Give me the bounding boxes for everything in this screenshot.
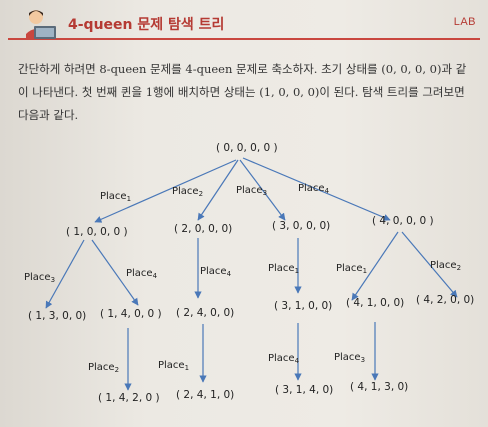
tree-node: ( 2, 0, 0, 0) [174, 223, 233, 235]
tree-node: ( 3, 0, 0, 0) [272, 220, 331, 232]
edge-label: Place2 [88, 362, 120, 374]
tree-edge [242, 157, 391, 221]
tree-edge [351, 231, 399, 301]
edge-label: Place4 [200, 266, 232, 278]
tree-node: ( 2, 4, 1, 0) [176, 389, 235, 401]
tree-node: ( 3, 1, 4, 0) [275, 384, 334, 396]
tree-node: ( 1, 4, 2, 0 ) [98, 392, 160, 404]
edge-label: Place3 [236, 185, 268, 197]
edge-label: Place4 [268, 353, 300, 365]
edge-label: Place2 [172, 186, 204, 198]
tree-node: ( 4, 1, 3, 0) [350, 381, 409, 393]
tree-node: ( 1, 4, 0, 0 ) [100, 308, 162, 320]
tree-node: ( 1, 3, 0, 0) [28, 310, 87, 322]
tree-node: ( 4, 0, 0, 0 ) [372, 215, 434, 227]
lab-tag: LAB [453, 16, 476, 28]
tree-edge [197, 159, 239, 221]
edge-label: Place4 [298, 183, 330, 195]
tree-edge [91, 239, 139, 306]
intro-paragraph: 간단하게 하려면 8-queen 문제를 4-queen 문제로 축소하자. 초… [18, 58, 480, 127]
student-laptop-icon [26, 10, 56, 39]
tree-node: ( 1, 0, 0, 0 ) [66, 226, 128, 238]
tree-edge [239, 159, 286, 221]
lab-header: 4-queen 문제 탐색 트리 LAB [8, 8, 480, 40]
edge-label: Place3 [24, 272, 56, 284]
edge-label: Place3 [334, 352, 366, 364]
tree-edge [45, 239, 85, 309]
tree-node: ( 4, 2, 0, 0) [416, 294, 475, 306]
tree-node-root: ( 0, 0, 0, 0 ) [216, 142, 278, 154]
tree-edge [94, 159, 237, 223]
edge-label: Place4 [126, 268, 158, 280]
paragraph-line: 다음과 같다. [18, 108, 79, 122]
edge-label: Place2 [430, 260, 462, 272]
tree-node: ( 2, 4, 0, 0) [176, 307, 235, 319]
edge-label: Place1 [100, 191, 132, 203]
tree-node: ( 3, 1, 0, 0) [274, 300, 333, 312]
tree-edge [401, 231, 458, 298]
edge-label: Place1 [268, 263, 300, 275]
paragraph-line: 간단하게 하려면 8-queen 문제를 4-queen 문제로 축소하자. 초… [18, 62, 467, 76]
page-title: 4-queen 문제 탐색 트리 [68, 17, 225, 33]
edge-label: Place1 [336, 263, 368, 275]
tree-node: ( 4, 1, 0, 0) [346, 297, 405, 309]
edge-label: Place1 [158, 360, 190, 372]
paragraph-line: 이 나타낸다. 첫 번째 퀸을 1행에 배치하면 상태는 (1, 0, 0, 0… [18, 85, 465, 99]
